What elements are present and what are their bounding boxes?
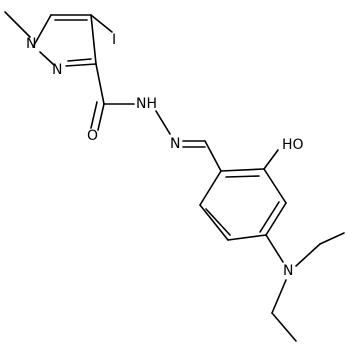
bond-c3-carbonyl-carbon (95, 63, 105, 105)
bond-ring-hydroxyl (263, 149, 279, 170)
bond-ring-c2-c1-double (225, 175, 260, 178)
bond-ring-c2-c1 (220, 168, 265, 172)
bond-c3-n2 (65, 63, 97, 67)
bond-c4-iodine (90, 14, 113, 33)
atom-label-oxygen: O (87, 128, 98, 144)
atom-label-iodine: I (112, 32, 116, 48)
atom-label-n1: N (26, 36, 36, 52)
atom-label-hydroxyl: HO (282, 137, 304, 153)
benzene-ring-bonds (199, 140, 287, 241)
bond-carbonyl-oxygen-double (90, 101, 98, 129)
hydrazone-linker-bonds (90, 63, 206, 148)
bond-c3-n2-double (67, 58, 92, 62)
atom-label-n2: N (52, 62, 62, 78)
bond-ring-c1-c6 (199, 170, 222, 206)
bond-ring-c3-c2 (263, 168, 287, 204)
bond-carbonyl-oxygen (97, 103, 105, 131)
bond-n2-n1 (39, 51, 55, 66)
bond-ring-c6-c5 (199, 204, 229, 241)
bond-nh-n (155, 110, 171, 135)
atom-label-imine-n: N (170, 136, 180, 152)
bond-ring-c5-c4 (227, 234, 267, 241)
bond-ring-c6-c5-double (205, 208, 231, 236)
atom-label-nh: NH (136, 96, 157, 112)
bond-n1-methyl (4, 11, 31, 38)
atom-label-amine-n: N (283, 263, 293, 279)
bond-ring-n (265, 234, 284, 263)
bond-n-ethyl1-ch2 (295, 243, 321, 267)
bond-n1-c5 (32, 14, 52, 48)
bond-ring-c4-c3 (265, 202, 287, 236)
diethylamino-bonds (265, 232, 345, 342)
atom-labels: N N I O NH N HO N (26, 32, 304, 279)
bond-ethyl2-ch3 (271, 312, 297, 342)
bond-ch-ring (204, 140, 222, 172)
bond-n-ethyl2-ch2 (271, 279, 287, 314)
pyrazole-ring-bonds (4, 11, 113, 67)
bond-ring-c4-c3-double (259, 201, 280, 233)
bond-c4-c3 (90, 14, 97, 65)
bond-ethyl1-ch3 (319, 232, 345, 245)
